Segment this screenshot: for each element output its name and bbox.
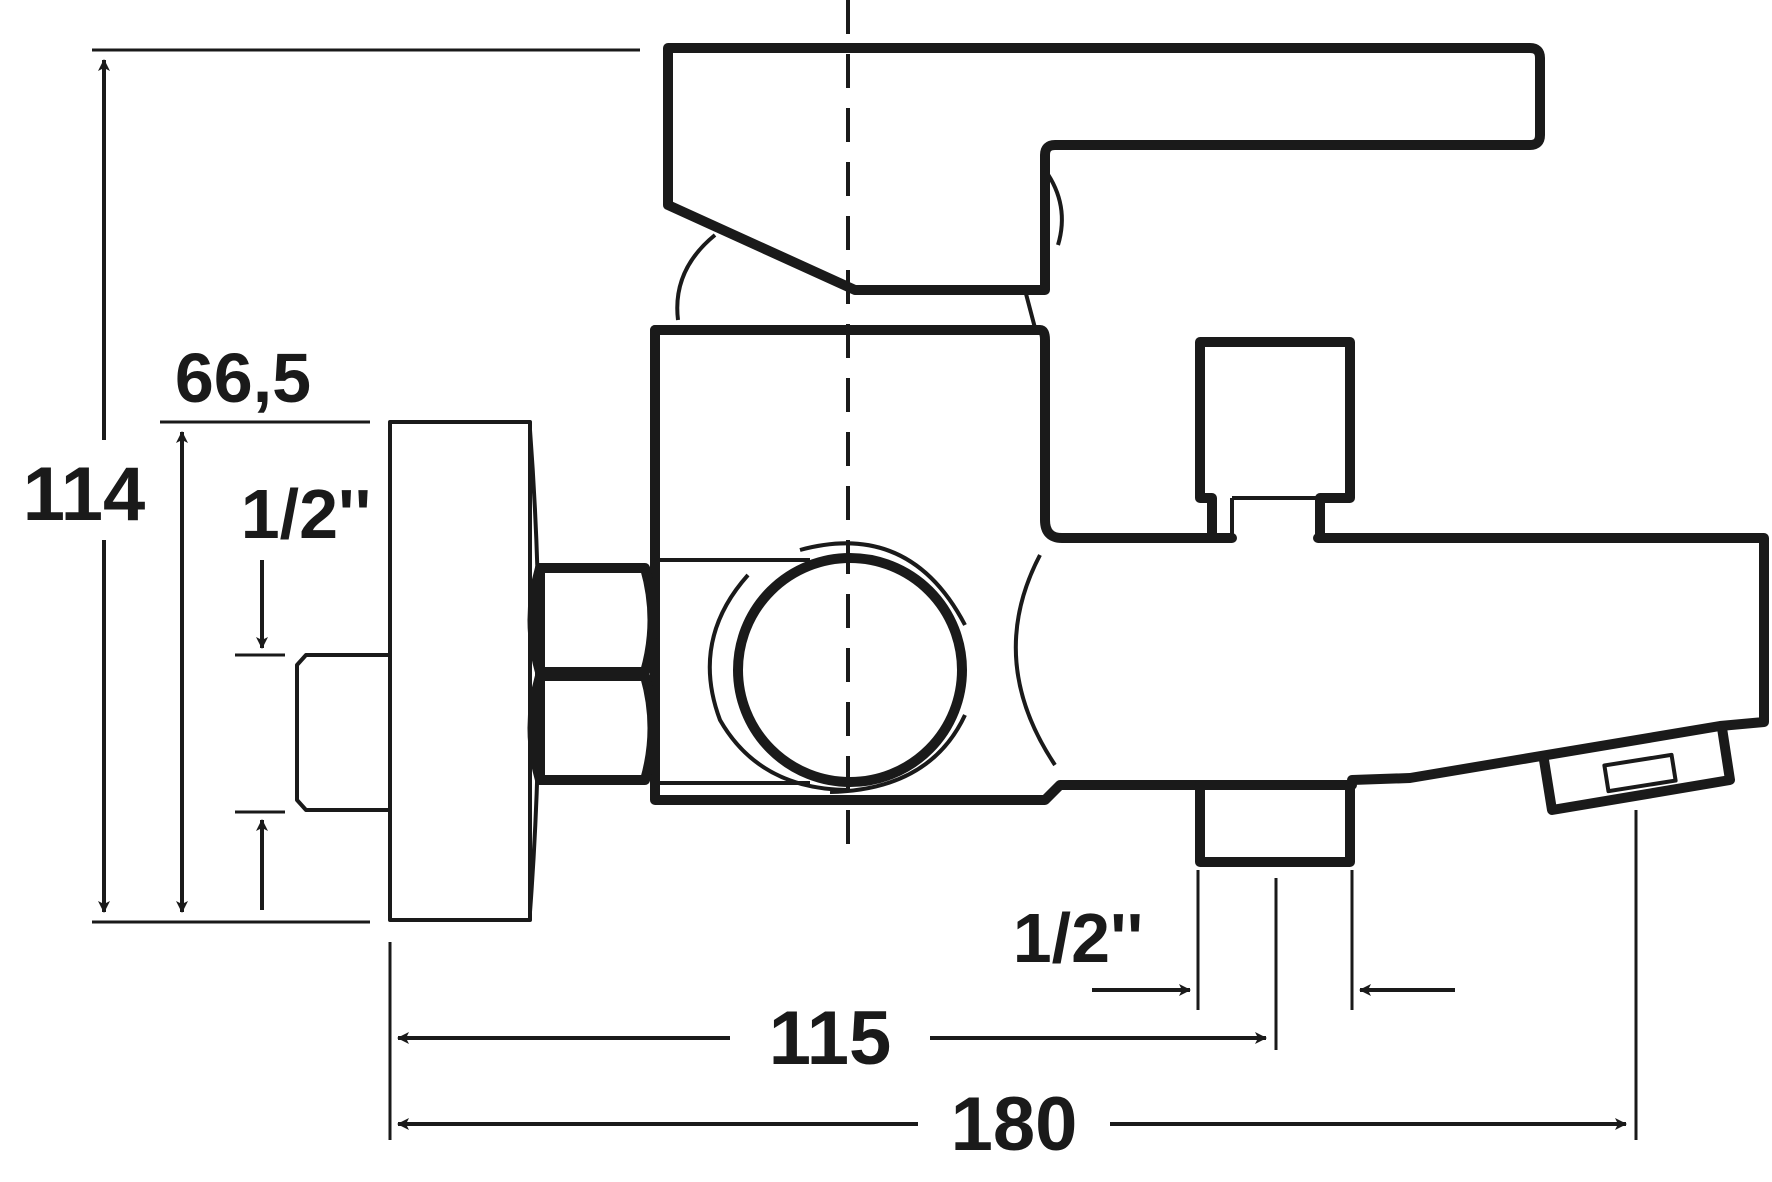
hex-nut-lower (527, 671, 658, 785)
body-side-curve (1013, 554, 1057, 767)
wall-flange-edge (528, 429, 541, 913)
lever-hinge-curve-right (1043, 168, 1064, 246)
spout-body (650, 533, 1769, 805)
hex-nut (527, 563, 658, 677)
lever-neck-line (1023, 289, 1037, 329)
lever-hinge-curve (675, 233, 717, 321)
dim-label-115: 115 (769, 996, 892, 1081)
diverter-knob-inner (1230, 496, 1320, 538)
inlet-pipe (295, 653, 390, 812)
diverter-knob (1195, 337, 1355, 543)
faucet-outline (295, 43, 1769, 922)
aerator-slot (1602, 752, 1678, 794)
wall-flange (388, 420, 532, 922)
cartridge-body (650, 325, 1237, 543)
dim-label-inlet-thread: 1/2'' (241, 475, 372, 553)
dim-label-66-5: 66,5 (175, 339, 311, 417)
dimensions: 114 66,5 1/2'' 1/2'' 115 180 (23, 48, 1638, 1167)
dim-label-114: 114 (23, 452, 146, 537)
spout-aerator (1539, 723, 1735, 815)
dim-label-180: 180 (951, 1082, 1078, 1167)
dim-label-outlet-thread: 1/2'' (1013, 899, 1144, 977)
lever-handle (663, 43, 1545, 295)
lower-outlet (1195, 780, 1355, 867)
